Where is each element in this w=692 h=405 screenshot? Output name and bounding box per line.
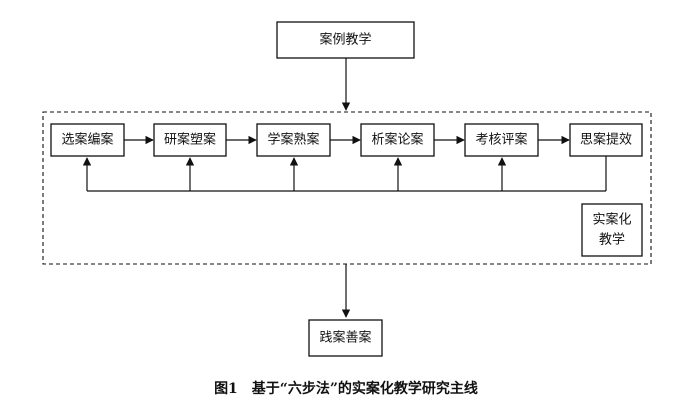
step-label: 考核评案 xyxy=(475,133,527,148)
step-node: 考核评案 xyxy=(464,123,539,157)
step-label: 思案提效 xyxy=(580,132,632,148)
step-box xyxy=(153,123,227,157)
bottom-node-label: 践案善案 xyxy=(319,330,371,346)
step-label: 选案编案 xyxy=(61,133,113,148)
step-node: 学案熟案 xyxy=(256,123,331,157)
bottom-node: 践案善案 xyxy=(308,319,383,357)
mode-label-box xyxy=(581,203,643,257)
figure-caption: 图1 基于“六步法”的实案化教学研究主线 xyxy=(214,380,478,397)
top-node-label: 案例教学 xyxy=(319,32,371,48)
teaching-frame xyxy=(42,111,652,265)
step-node: 研案塑案 xyxy=(153,123,227,157)
mode-label-line1: 实案化 xyxy=(592,213,631,228)
top-node: 案例教学 xyxy=(276,21,415,59)
step-label: 学案熟案 xyxy=(267,132,319,148)
step-label: 析案论案 xyxy=(371,133,423,148)
step-box xyxy=(569,123,643,157)
mode-label-node: 实案化 教学 xyxy=(581,203,643,257)
step-box xyxy=(50,123,125,157)
top-node-box xyxy=(276,21,415,59)
step-label: 研案塑案 xyxy=(164,133,216,148)
step-node: 选案编案 xyxy=(50,123,125,157)
bottom-node-box xyxy=(308,319,383,357)
step-node: 析案论案 xyxy=(360,123,435,157)
step-node: 思案提效 xyxy=(569,123,643,157)
mode-label-line2: 教学 xyxy=(599,232,625,248)
